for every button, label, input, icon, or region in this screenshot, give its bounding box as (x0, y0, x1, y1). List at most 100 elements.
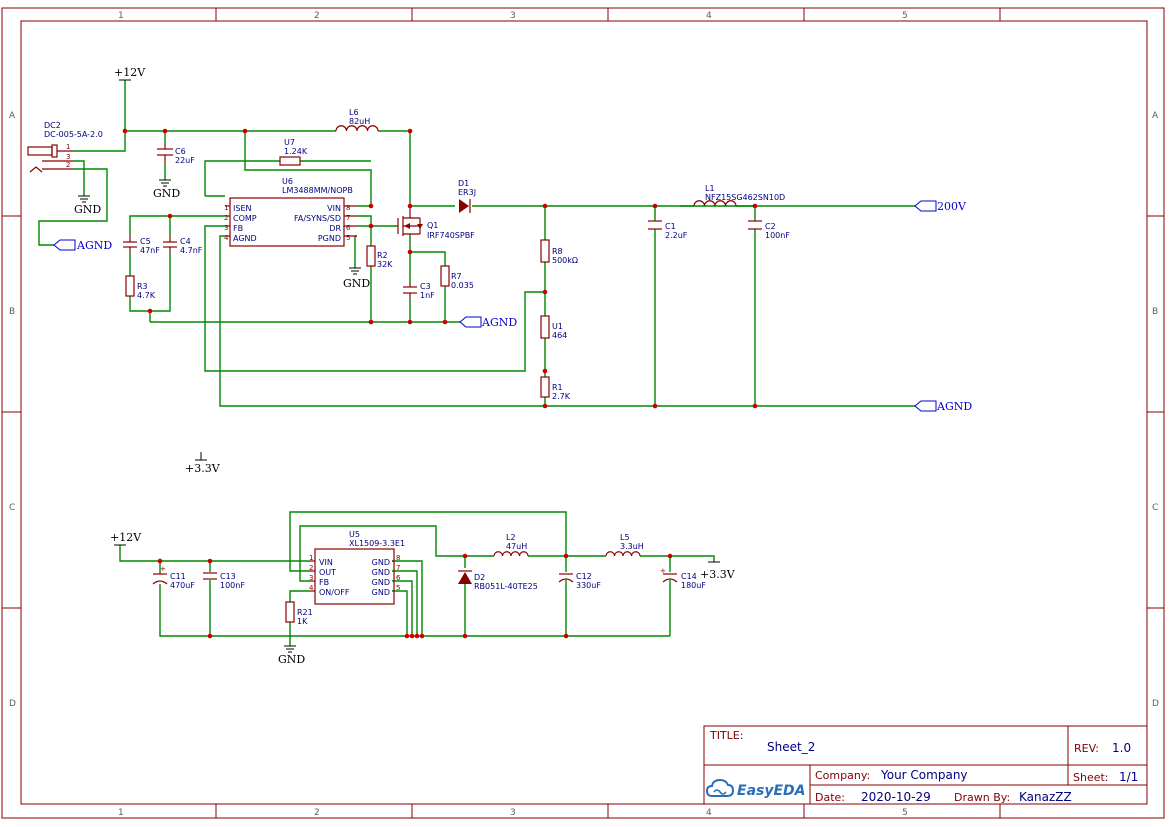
svg-text:5: 5 (396, 584, 400, 592)
l2-inductor: L2 47uH (493, 533, 529, 557)
col-label-1-bottom: 1 (118, 808, 124, 818)
svg-text:22uF: 22uF (175, 156, 195, 165)
rev-label: REV: (1074, 742, 1099, 755)
svg-text:0.035: 0.035 (451, 281, 474, 290)
svg-text:GND: GND (372, 578, 390, 587)
svg-text:7: 7 (346, 214, 350, 222)
svg-text:+3.3V: +3.3V (700, 568, 736, 581)
svg-text:1.24K: 1.24K (284, 147, 308, 156)
net-flag-agnd-right: AGND (914, 400, 972, 413)
net-flag-agnd-mid: AGND (459, 316, 517, 329)
u5-ic: U5 XL1509-3.3E1 VIN OUT FB ON/OFF GND GN… (309, 530, 405, 605)
svg-text:COMP: COMP (233, 214, 257, 223)
company-value: Your Company (880, 768, 968, 782)
svg-text:FB: FB (319, 578, 329, 587)
svg-text:32K: 32K (377, 260, 393, 269)
row-label-a-right: A (1152, 111, 1159, 121)
svg-text:FB: FB (233, 224, 243, 233)
easyeda-logo: EasyEDA (705, 778, 806, 799)
svg-text:RB051L-40TE25: RB051L-40TE25 (474, 582, 538, 591)
svg-text:2: 2 (66, 161, 70, 169)
row-label-c-right: C (1152, 503, 1158, 513)
svg-text:R2: R2 (377, 251, 388, 260)
svg-text:8: 8 (346, 204, 350, 212)
svg-text:5: 5 (346, 234, 350, 242)
svg-text:+: + (660, 567, 666, 575)
svg-text:3: 3 (224, 224, 228, 232)
svg-text:GND: GND (153, 187, 180, 200)
row-label-d-right: D (1152, 699, 1159, 709)
svg-text:8: 8 (396, 554, 400, 562)
svg-text:U7: U7 (284, 138, 295, 147)
svg-text:NFZ15SG462SN10D: NFZ15SG462SN10D (705, 193, 785, 202)
svg-text:C3: C3 (420, 282, 431, 291)
power-12v-top: +12V (114, 66, 146, 81)
col-label-3: 3 (510, 11, 516, 21)
row-label-b-right: B (1152, 307, 1158, 317)
svg-text:4: 4 (309, 584, 314, 592)
row-label-c: C (9, 503, 15, 513)
svg-text:L6: L6 (349, 108, 359, 117)
svg-text:+: + (160, 565, 166, 573)
r1-resistor: R1 2.7K (540, 376, 571, 401)
l5-inductor: L5 3.3uH (605, 533, 644, 557)
svg-text:R3: R3 (137, 282, 148, 291)
row-label-d: D (9, 699, 16, 709)
svg-text:U6: U6 (282, 177, 293, 186)
junctions (122, 128, 758, 639)
c12-capacitor: C12 330uF (558, 572, 601, 590)
svg-text:AGND: AGND (936, 400, 972, 413)
svg-text:C2: C2 (765, 222, 776, 231)
l6-inductor: L6 82uH (335, 108, 379, 132)
gnd-symbol-r21: GND (278, 645, 305, 666)
svg-text:U1: U1 (552, 322, 563, 331)
svg-text:VIN: VIN (319, 558, 333, 567)
svg-text:U5: U5 (349, 530, 360, 539)
svg-text:100nF: 100nF (220, 581, 245, 590)
svg-text:R21: R21 (297, 608, 313, 617)
svg-text:+3.3V: +3.3V (185, 462, 221, 475)
u6-ic: U6 LM3488MM/NOPB ISEN COMP FB AGND VIN F… (224, 177, 357, 247)
svg-text:C6: C6 (175, 147, 186, 156)
svg-text:464: 464 (552, 331, 567, 340)
r7-resistor: R7 0.035 (440, 265, 474, 290)
sheet-value: 1/1 (1119, 770, 1138, 784)
d2-diode: D2 RB051L-40TE25 (458, 570, 538, 591)
svg-text:100nF: 100nF (765, 231, 790, 240)
c14-capacitor: + C14 180uF (660, 567, 706, 590)
title-block: TITLE: Sheet_2 REV: 1.0 Company: Your Co… (703, 725, 1148, 805)
svg-text:47uH: 47uH (506, 542, 527, 551)
svg-text:4.7nF: 4.7nF (180, 246, 203, 255)
svg-text:ER3J: ER3J (458, 188, 476, 197)
svg-text:ON/OFF: ON/OFF (319, 588, 350, 597)
sheet-frame: 1 2 3 4 5 1 2 3 4 5 A B C D A B C D (1, 7, 1165, 819)
svg-text:L5: L5 (620, 533, 630, 542)
power-3v3-out: +3.3V (700, 561, 736, 581)
svg-text:1nF: 1nF (420, 291, 435, 300)
svg-text:470uF: 470uF (170, 581, 195, 590)
c3-capacitor: C3 1nF (403, 282, 435, 300)
svg-text:VIN: VIN (327, 204, 341, 213)
c5-capacitor: C5 47nF (123, 236, 160, 255)
logo-text: EasyEDA (737, 783, 806, 799)
drawn-by-label: Drawn By: (954, 791, 1010, 804)
svg-text:C5: C5 (140, 237, 151, 246)
gnd-symbol-c6: GND (153, 179, 180, 200)
svg-text:47nF: 47nF (140, 246, 160, 255)
dc2-value: DC-005-5A-2.0 (44, 130, 103, 139)
c2-capacitor: C2 100nF (748, 220, 790, 240)
date-label: Date: (815, 791, 845, 804)
svg-text:200V: 200V (937, 200, 967, 213)
c4-capacitor: C4 4.7nF (163, 236, 203, 255)
svg-text:D2: D2 (474, 573, 485, 582)
svg-text:AGND: AGND (481, 316, 517, 329)
svg-text:1: 1 (224, 204, 228, 212)
svg-text:XL1509-3.3E1: XL1509-3.3E1 (349, 539, 405, 548)
svg-text:3.3uH: 3.3uH (620, 542, 644, 551)
svg-text:C11: C11 (170, 572, 186, 581)
net-flag-agnd-left: AGND (53, 239, 112, 252)
buck-wires (119, 511, 715, 646)
drawn-by-value: KanazZZ (1019, 790, 1072, 804)
col-label-5-bottom: 5 (902, 808, 908, 818)
